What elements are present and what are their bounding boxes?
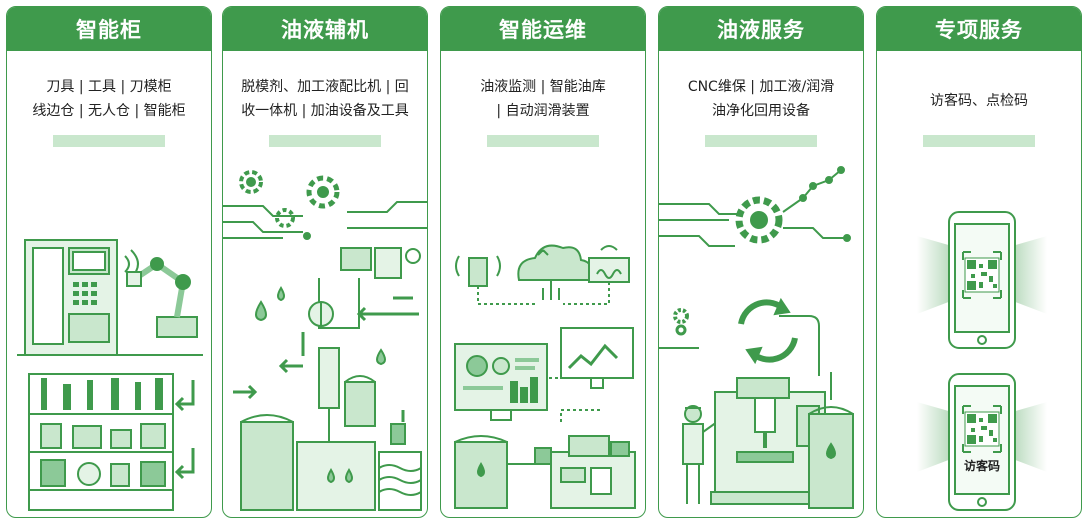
oil-service-illustration: [659, 166, 854, 509]
desc-line: 线边仓 | 无人仓 | 智能柜: [32, 103, 186, 119]
desc-line: 收一体机 | 加油设备及工具: [241, 103, 409, 119]
card-oil-service[interactable]: 油液服务 CNC维保 | 加工液/润滑 油净化回用设备: [658, 6, 864, 518]
card-title: 油液辅机: [223, 7, 427, 51]
card-special-service[interactable]: 专项服务 访客码、点检码: [876, 6, 1082, 518]
card-description: 油液监测 | 智能油库 | 自动润滑装置: [441, 75, 645, 123]
desc-line: 刀具 | 工具 | 刀模柜: [46, 79, 172, 95]
card-title: 智能柜: [7, 7, 211, 51]
card-oil-auxiliary[interactable]: 油液辅机 脱模剂、加工液配比机 | 回 收一体机 | 加油设备及工具: [222, 6, 428, 518]
card-title: 油液服务: [659, 7, 863, 51]
card-smart-cabinet[interactable]: 智能柜 刀具 | 工具 | 刀模柜 线边仓 | 无人仓 | 智能柜: [6, 6, 212, 518]
desc-line: 脱模剂、加工液配比机 | 回: [241, 79, 409, 95]
desc-line: 油液监测 | 智能油库: [480, 79, 606, 95]
card-description: 脱模剂、加工液配比机 | 回 收一体机 | 加油设备及工具: [223, 75, 427, 123]
divider-bar: [705, 135, 817, 147]
special-service-illustration: 访客码: [917, 211, 1047, 511]
desc-line: CNC维保 | 加工液/润滑: [687, 79, 835, 95]
desc-line: 油净化回用设备: [712, 103, 810, 119]
divider-bar: [487, 135, 599, 147]
oil-auxiliary-illustration: [223, 170, 427, 511]
smart-cabinet-illustration: [17, 239, 203, 511]
card-title: 智能运维: [441, 7, 645, 51]
card-title: 专项服务: [877, 7, 1081, 51]
card-description: 刀具 | 工具 | 刀模柜 线边仓 | 无人仓 | 智能柜: [7, 75, 211, 123]
card-description: 访客码、点检码: [877, 89, 1081, 113]
divider-bar: [269, 135, 381, 147]
desc-line: 访客码、点检码: [930, 93, 1028, 109]
divider-bar: [53, 135, 165, 147]
phone-qr-label: 访客码: [964, 458, 1000, 473]
divider-bar: [923, 135, 1035, 147]
card-description: CNC维保 | 加工液/润滑 油净化回用设备: [659, 75, 863, 123]
card-smart-maintenance[interactable]: 智能运维 油液监测 | 智能油库 | 自动润滑装置: [440, 6, 646, 518]
desc-line: | 自动润滑装置: [496, 103, 590, 119]
smart-maintenance-illustration: [454, 244, 636, 509]
